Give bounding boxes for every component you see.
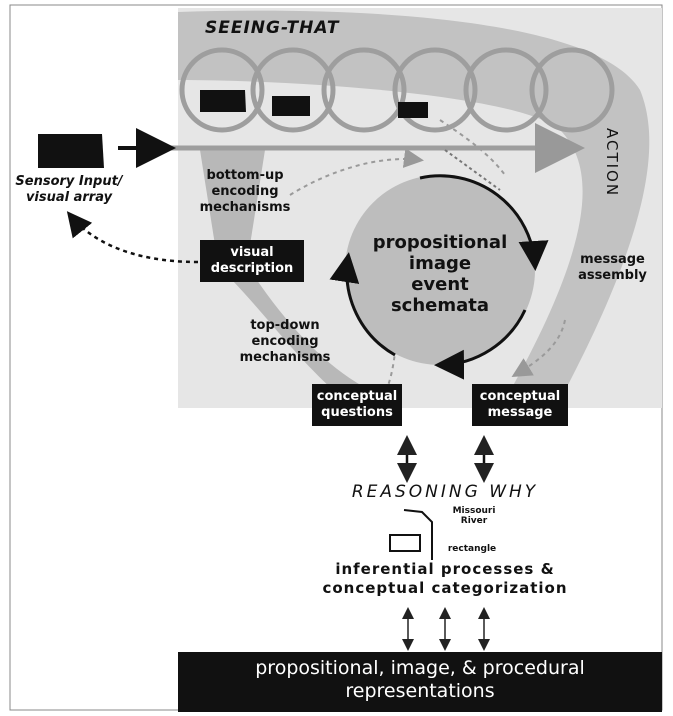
sensory-input-label: Sensory Input/ visual array xyxy=(14,174,124,206)
center-line-3: event xyxy=(411,274,469,295)
visual-description-line-1: visual xyxy=(230,245,274,260)
bottom-up-line-3: mechanisms xyxy=(199,200,291,215)
missouri-river-label: Missouri River xyxy=(444,506,504,526)
rectangle-label: rectangle xyxy=(447,544,497,554)
center-line-4: schemata xyxy=(390,295,490,316)
sensory-shape xyxy=(38,134,104,168)
bottom-up-line-1: bottom-up xyxy=(206,168,284,183)
action-label: ACTION xyxy=(603,128,621,198)
bottom-bar-bg xyxy=(178,652,662,712)
bottom-bar-line-2: representations xyxy=(345,680,495,702)
message-assembly-line-1: message xyxy=(580,252,645,267)
state-shape-2 xyxy=(272,96,310,116)
bottom-up-label: bottom-up encoding mechanisms xyxy=(190,168,300,216)
top-down-sweep xyxy=(232,270,370,392)
cycle-arrow-top xyxy=(419,174,549,271)
state-shape-3 xyxy=(398,102,428,118)
rectangle-sketch xyxy=(389,534,421,552)
top-down-line-3: mechanisms xyxy=(239,350,331,365)
message-assembly-label: message assembly xyxy=(565,252,660,284)
top-down-line-2: encoding xyxy=(251,334,319,349)
top-down-label: top-down encoding mechanisms xyxy=(230,318,340,366)
conceptual-questions-line-2: questions xyxy=(321,405,393,420)
visual-description-line-2: description xyxy=(210,261,294,276)
conceptual-questions-line-1: conceptual xyxy=(316,389,398,404)
sensory-input-line-1: Sensory Input/ xyxy=(15,174,123,189)
river-line-1: Missouri xyxy=(452,506,496,516)
bottom-up-line-2: encoding xyxy=(211,184,279,199)
reasoning-why-label: REASONING WHY xyxy=(351,482,539,502)
seeing-coil xyxy=(179,47,615,133)
visual-description-box: visual description xyxy=(200,240,304,282)
center-line-2: image xyxy=(408,253,472,274)
center-line-1: propositional xyxy=(372,232,508,253)
river-sketch xyxy=(403,509,433,560)
inferential-label: inferential processes & conceptual categ… xyxy=(300,560,590,598)
conceptual-questions-box: conceptual questions xyxy=(312,384,402,426)
seeing-that-label: SEEING-THAT xyxy=(205,18,340,38)
inferential-line-1: inferential processes & xyxy=(335,560,555,578)
conceptual-message-line-2: message xyxy=(487,405,553,420)
top-down-line-1: top-down xyxy=(250,318,320,333)
message-assembly-line-2: assembly xyxy=(578,268,647,283)
inferential-line-2: conceptual categorization xyxy=(322,579,568,597)
center-circle xyxy=(345,175,535,365)
river-line-2: River xyxy=(460,516,488,526)
bottom-bar-line-1: propositional, image, & procedural xyxy=(255,657,585,679)
bottom-bar-label: propositional, image, & procedural repre… xyxy=(178,657,662,703)
conceptual-message-box: conceptual message xyxy=(472,384,568,426)
cycle-arrow-right xyxy=(434,309,527,380)
feedback-arrow xyxy=(66,211,199,264)
center-label: propositional image event schemata xyxy=(365,232,515,316)
state-shape-1 xyxy=(200,90,246,112)
bottom-up-funnel xyxy=(200,150,265,245)
conceptual-message-line-1: conceptual xyxy=(479,389,561,404)
cycle-arrow-left xyxy=(329,252,396,357)
sensory-input-line-2: visual array xyxy=(25,190,113,205)
action-sweep xyxy=(178,10,650,401)
